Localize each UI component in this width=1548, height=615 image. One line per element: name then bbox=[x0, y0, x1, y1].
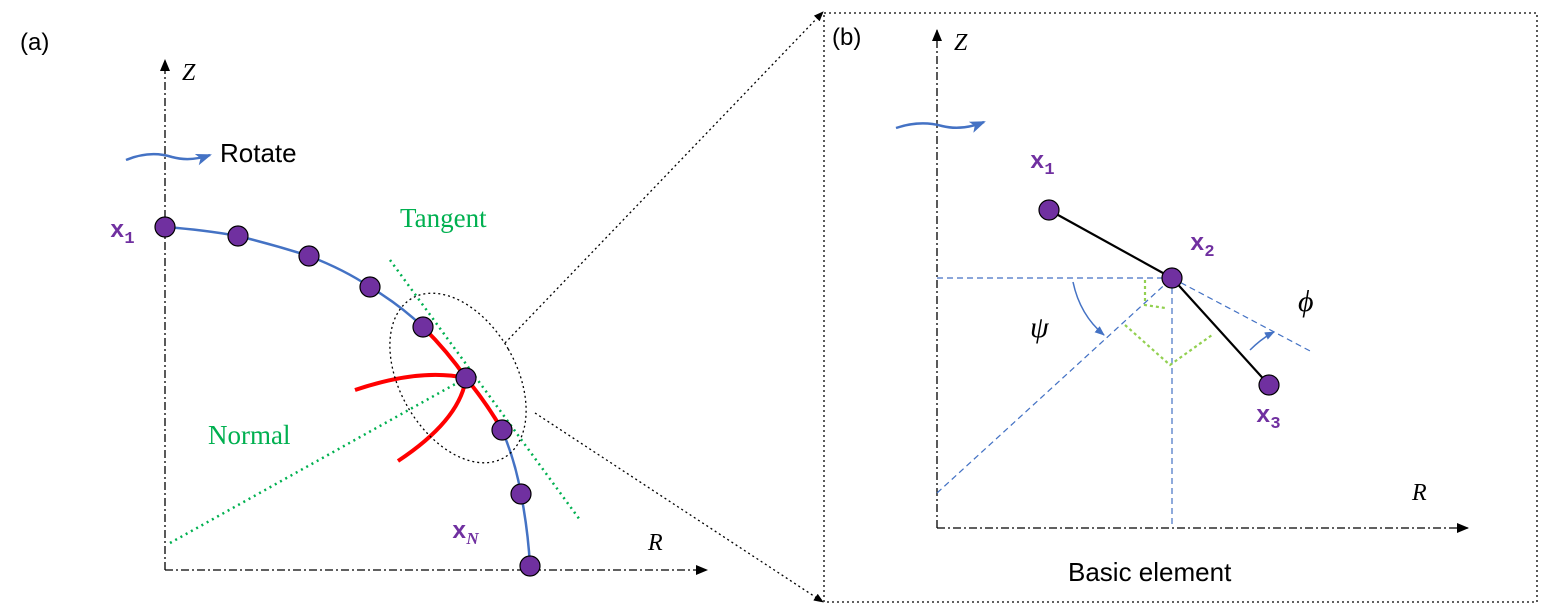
xn-label: xN bbox=[452, 519, 479, 548]
phi-arc bbox=[1249, 331, 1275, 351]
node-x1 bbox=[1038, 199, 1060, 221]
phi-label: ϕ bbox=[1298, 285, 1314, 318]
tangent-extension bbox=[1171, 277, 1313, 353]
panel-a: (a) Z R Rotate Tangent Normal bbox=[20, 29, 708, 577]
nodes-a bbox=[154, 216, 541, 577]
node bbox=[154, 216, 176, 238]
zoom-connector-top bbox=[504, 11, 824, 344]
tangent-label: Tangent bbox=[400, 203, 487, 233]
node bbox=[455, 367, 477, 389]
zoom-region bbox=[389, 292, 527, 464]
r-axis-label-a: R bbox=[647, 530, 663, 556]
zoom-connector-bottom bbox=[534, 412, 824, 603]
right-angle-mark-lower bbox=[1124, 324, 1213, 367]
profile-curve bbox=[164, 225, 532, 567]
x1-label-a: x1 bbox=[110, 218, 135, 249]
rotate-arrow-icon-b bbox=[895, 120, 986, 133]
x2-label-b: x2 bbox=[1190, 231, 1215, 262]
rotate-label: Rotate bbox=[220, 138, 297, 168]
tangent-line bbox=[388, 259, 582, 521]
z-axis-label-a: Z bbox=[182, 60, 196, 86]
basic-element-caption: Basic element bbox=[1068, 557, 1232, 587]
psi-arc bbox=[1072, 281, 1105, 336]
x3-label-b: x3 bbox=[1256, 403, 1281, 434]
panel-b: (b) Z R ψ ϕ x1 x2 x3 Basic element bbox=[823, 12, 1538, 603]
panel-b-label: (b) bbox=[832, 24, 861, 51]
segment-x1-x2 bbox=[1048, 209, 1173, 279]
x1-label-b: x1 bbox=[1030, 149, 1055, 180]
panel-b-frame bbox=[823, 12, 1538, 603]
normal-guide bbox=[936, 277, 1173, 494]
element-branch-lower bbox=[396, 377, 468, 463]
node bbox=[491, 419, 513, 441]
node-x2 bbox=[1161, 267, 1183, 289]
segment-x2-x3 bbox=[1171, 277, 1270, 386]
node bbox=[510, 483, 532, 505]
r-axis-label-b: R bbox=[1411, 480, 1427, 506]
node bbox=[359, 276, 381, 298]
psi-label: ψ bbox=[1030, 311, 1050, 344]
node bbox=[412, 316, 434, 338]
panel-a-label: (a) bbox=[20, 29, 49, 56]
node bbox=[227, 225, 249, 247]
node-x3 bbox=[1258, 374, 1280, 396]
normal-line bbox=[169, 376, 467, 545]
rotate-arrow-icon bbox=[125, 152, 212, 166]
normal-label: Normal bbox=[208, 420, 290, 450]
node bbox=[519, 555, 541, 577]
node bbox=[298, 245, 320, 267]
right-angle-mark-upper bbox=[1143, 280, 1166, 310]
z-axis-label-b: Z bbox=[954, 30, 968, 56]
